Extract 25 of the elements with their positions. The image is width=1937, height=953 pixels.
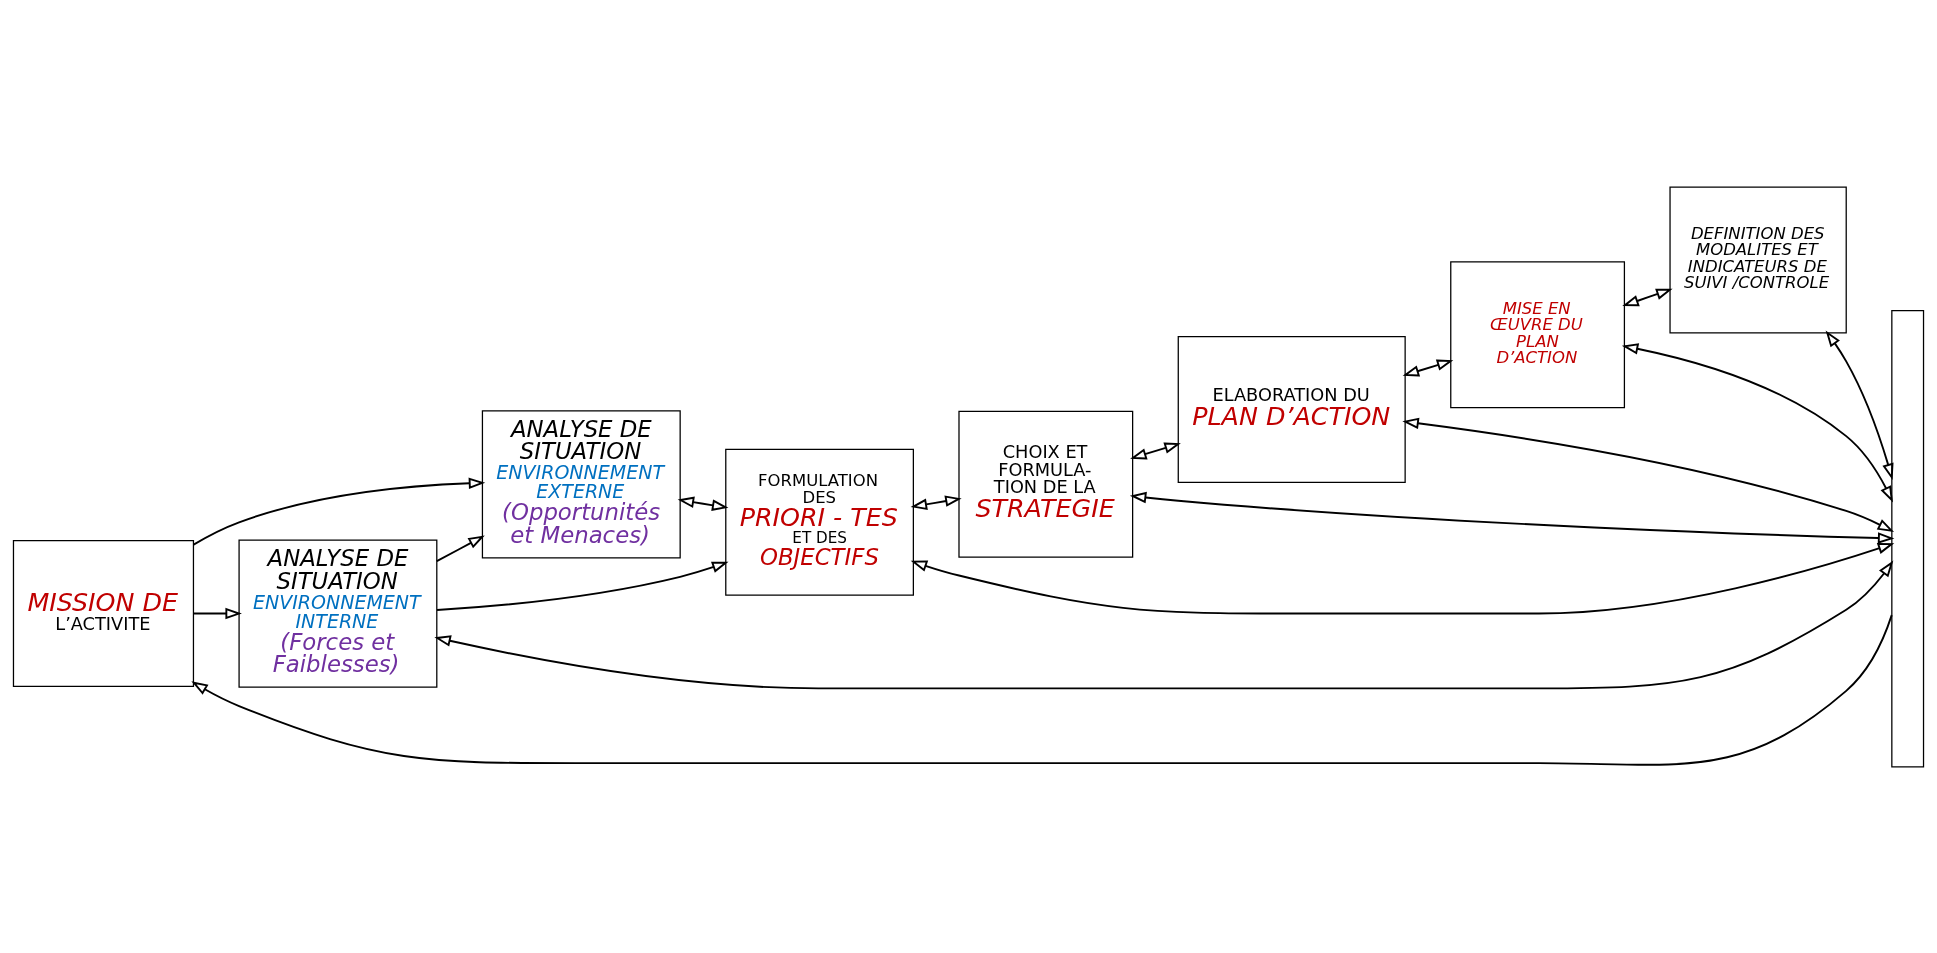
node-box: ANALYSE DE SITUATION ENVIRONNEMENT INTERNE (Forces et Faiblesses): [238, 538, 438, 688]
node-box: CHOIX ET FORMULA- TION DE LA STRATEGIE: [958, 410, 1134, 558]
node-box: DEFINITION DES MODALITES ET INDICATEURS DE SUIVI /CONTROLE: [1669, 185, 1847, 333]
arrow: [910, 494, 962, 510]
arrow: [1130, 442, 1181, 459]
arrow: [192, 607, 242, 619]
node-bar: [1891, 309, 1925, 768]
arrow: [435, 534, 485, 562]
node-box: MISE EN ŒUVRE DU PLAN D’ACTION: [1450, 260, 1626, 408]
arrow: [910, 542, 1895, 615]
arrow: [1621, 342, 1893, 502]
node-box: ANALYSE DE SITUATION ENVIRONNEMENT EXTERNE (Opportunités et Menaces): [481, 409, 681, 558]
node-box: ELABORATION DU PLAN D’ACTION: [1177, 335, 1406, 483]
arrow: [1622, 288, 1673, 306]
arrow: [1129, 491, 1895, 544]
arrow: [1825, 330, 1894, 480]
arrow: [677, 496, 729, 511]
arrow: [192, 477, 486, 546]
node-box: FORMULATION DES PRIORI - TES ET DES OBJECTIFS: [725, 448, 914, 596]
arrow: [436, 561, 729, 611]
arrow: [191, 613, 1893, 766]
node-box: MISSION DE L’ACTIVITE: [12, 539, 195, 687]
arrow: [1402, 417, 1895, 532]
arrow: [1402, 359, 1454, 376]
arrow: [434, 560, 1894, 689]
